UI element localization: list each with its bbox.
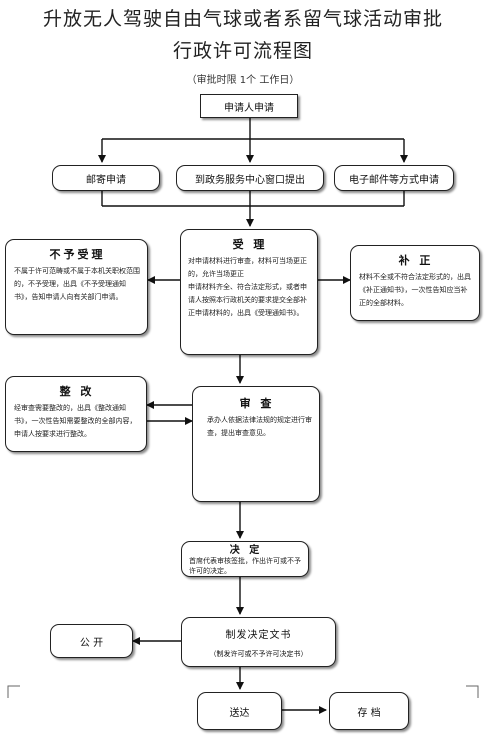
public-box: 公 开: [50, 624, 133, 658]
review-box: 审 查 承办人依据法律法规的规定进行审查，提出审查意见。: [192, 386, 320, 502]
archive-label: 存 档: [357, 707, 381, 719]
rectify-title: 整 改: [59, 385, 95, 398]
email-application-box: 电子邮件等方式申请: [334, 165, 454, 191]
email-application-label: 电子邮件等方式申请: [349, 174, 439, 186]
diagram-title-line2: 行政许可流程图: [172, 40, 313, 62]
supplement-box: 补 正 材料不全或不符合法定形式的，出具《补正通知书》，一次性告知应当补正的全部…: [350, 245, 480, 321]
review-body: 承办人依据法律法规的规定进行审查，提出审查意见。: [207, 416, 312, 437]
accept-body: 对申请材料进行审查，材料可当场更正的，允许当场更正 申请材料齐全、符合法定形式，…: [188, 257, 307, 317]
window-application-label: 到政务服务中心窗口提出: [195, 174, 305, 186]
applicant-label: 申请人申请: [224, 102, 274, 114]
issue-document-title: 制发决定文书: [225, 630, 292, 641]
accept-box: 受 理 对申请材料进行审查，材料可当场更正的，允许当场更正 申请材料齐全、符合法…: [180, 229, 318, 355]
deliver-box: 送达: [197, 692, 282, 730]
decide-body: 首席代表审核签批，作出许可或不予许可的决定。: [189, 557, 301, 575]
mail-application-box: 邮寄申请: [52, 165, 160, 191]
supplement-body: 材料不全或不符合法定形式的，出具《补正通知书》，一次性告知应当补正的全部材料。: [359, 273, 471, 307]
supplement-title: 补 正: [398, 254, 434, 267]
decide-title: 决 定: [229, 545, 263, 556]
diagram-subtitle: （审批时限 1个 工作日）: [186, 75, 300, 86]
accept-title: 受 理: [232, 238, 268, 251]
deliver-label: 送达: [229, 707, 250, 719]
public-label: 公 开: [79, 637, 104, 649]
diagram-title-line1: 升放无人驾驶自由气球或者系留气球活动审批: [42, 8, 443, 30]
window-application-box: 到政务服务中心窗口提出: [176, 165, 324, 191]
issue-document-box: 制发决定文书 （制发许可或不予许可决定书）: [181, 617, 336, 667]
review-title: 审 查: [239, 397, 275, 410]
decide-box: 决 定 首席代表审核签批，作出许可或不予许可的决定。: [181, 541, 309, 577]
archive-box: 存 档: [329, 692, 409, 730]
issue-document-subtitle: （制发许可或不予许可决定书）: [209, 650, 308, 658]
reject-body: 不属于许可范畴或不属于本机关职权范围的，不予受理，出具《不予受理通知书》，告知申…: [14, 267, 140, 301]
reject-title: 不予受理: [49, 248, 106, 261]
mail-application-label: 邮寄申请: [86, 174, 126, 186]
rectify-box: 整 改 经审查需要整改的，出具《整改通知书》，一次性告知需要整改的全部内容，申请…: [5, 376, 147, 452]
reject-box: 不予受理 不属于许可范畴或不属于本机关职权范围的，不予受理，出具《不予受理通知书…: [5, 239, 148, 335]
rectify-body: 经审查需要整改的，出具《整改通知书》，一次性告知需要整改的全部内容，申请人按要求…: [14, 404, 137, 438]
applicant-box: 申请人申请: [200, 94, 298, 118]
